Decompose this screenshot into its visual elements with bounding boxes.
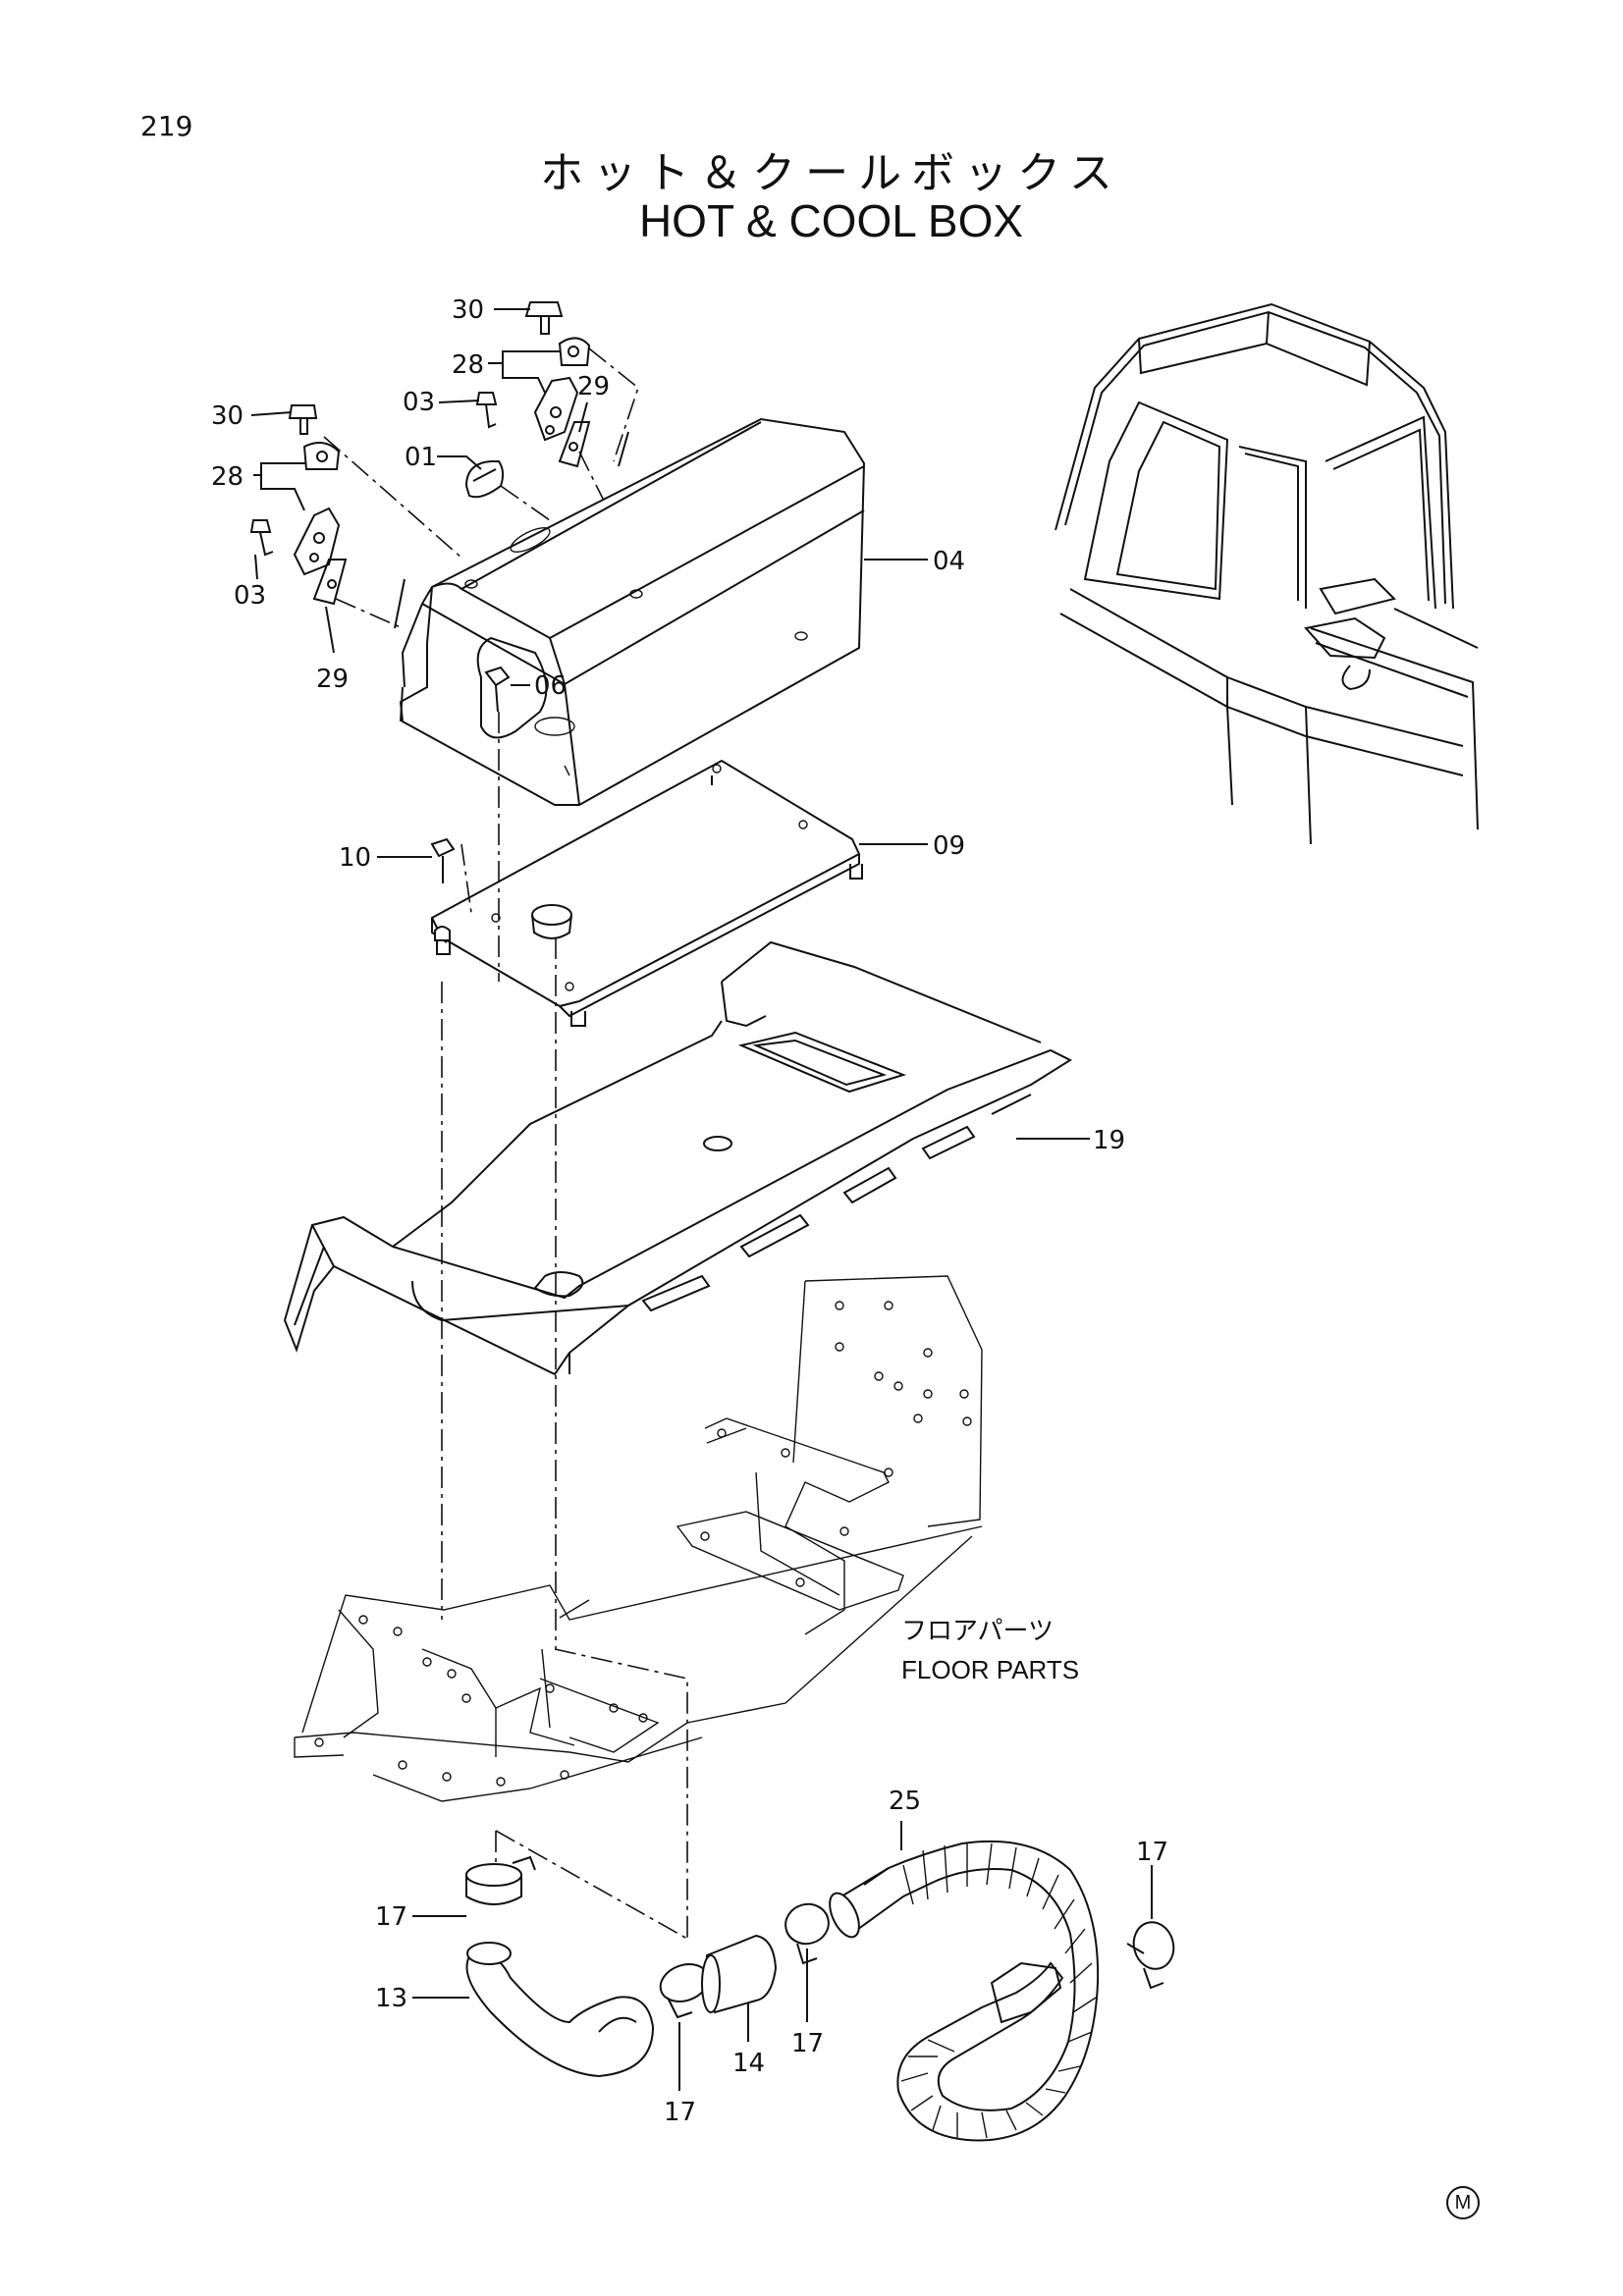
callout-17-middle-right: 17: [791, 2029, 824, 2058]
callout-30-upper: 30: [452, 295, 484, 325]
floor-parts-outline: [294, 1275, 983, 1802]
title-english: HOT & COOL BOX: [638, 195, 1024, 246]
page-number: 219: [140, 110, 193, 142]
lid-hardware-group: [249, 301, 649, 629]
callout-17-left: 17: [375, 1902, 407, 1932]
callout-03-lower: 03: [234, 581, 266, 611]
base-plate-09: [430, 759, 863, 1027]
callout-01: 01: [405, 443, 437, 472]
hose-assembly: [465, 1840, 1175, 2142]
callout-17-middle-left: 17: [664, 2098, 696, 2127]
callout-10: 10: [339, 843, 371, 873]
callout-17-right: 17: [1136, 1838, 1168, 1867]
cab-location-inset: [1055, 302, 1479, 845]
cool-box-04: [399, 417, 866, 806]
callout-04: 04: [933, 547, 965, 576]
callout-25: 25: [889, 1787, 921, 1816]
callout-09: 09: [933, 831, 965, 861]
callout-06: 06: [534, 671, 567, 701]
corner-m-mark: M: [1446, 2186, 1480, 2219]
callout-29-lower: 29: [316, 665, 349, 694]
leader-lines: [250, 308, 1153, 2091]
console-tray-19: [283, 940, 1073, 1376]
callout-29-upper: 29: [577, 372, 610, 401]
callout-03-upper: 03: [403, 388, 435, 417]
callout-14: 14: [732, 2049, 765, 2078]
floor-parts-label-jp: フロアパーツ: [901, 1617, 1054, 1646]
callout-13: 13: [375, 1984, 407, 2013]
callout-30-lower: 30: [211, 401, 243, 431]
callout-28-upper: 28: [452, 350, 484, 380]
callout-28-lower: 28: [211, 462, 243, 492]
title-japanese: ホット＆クールボックス: [540, 148, 1122, 198]
callout-19: 19: [1093, 1126, 1125, 1155]
callout-labels: 30 28 03 29 01 30 28 03 29 04 06 10 09 1…: [211, 295, 1168, 2127]
floor-parts-label-en: FLOOR PARTS: [901, 1655, 1079, 1684]
assembly-lines: [441, 712, 688, 1940]
